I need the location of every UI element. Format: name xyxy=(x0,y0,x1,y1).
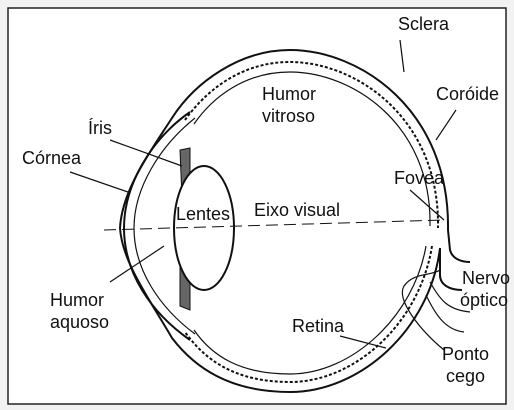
label-humor-aquoso-1: Humor xyxy=(50,290,104,310)
label-ponto-cego-2: cego xyxy=(446,366,485,386)
label-cornea: Córnea xyxy=(22,148,82,168)
label-eixo-visual: Eixo visual xyxy=(254,200,340,220)
label-sclera: Sclera xyxy=(398,14,450,34)
label-fovea: Fovea xyxy=(394,168,445,188)
label-iris: Íris xyxy=(88,118,112,138)
label-coroide: Coróide xyxy=(436,84,499,104)
label-humor-aquoso-2: aquoso xyxy=(50,312,109,332)
label-humor-vitroso-1: Humor xyxy=(262,84,316,104)
label-ponto-cego-1: Ponto xyxy=(442,344,489,364)
label-lentes: Lentes xyxy=(176,204,230,224)
label-humor-vitroso-2: vitroso xyxy=(262,106,315,126)
label-nervo-1: Nervo xyxy=(462,268,510,288)
label-retina: Retina xyxy=(292,316,345,336)
label-nervo-2: óptico xyxy=(460,290,508,310)
